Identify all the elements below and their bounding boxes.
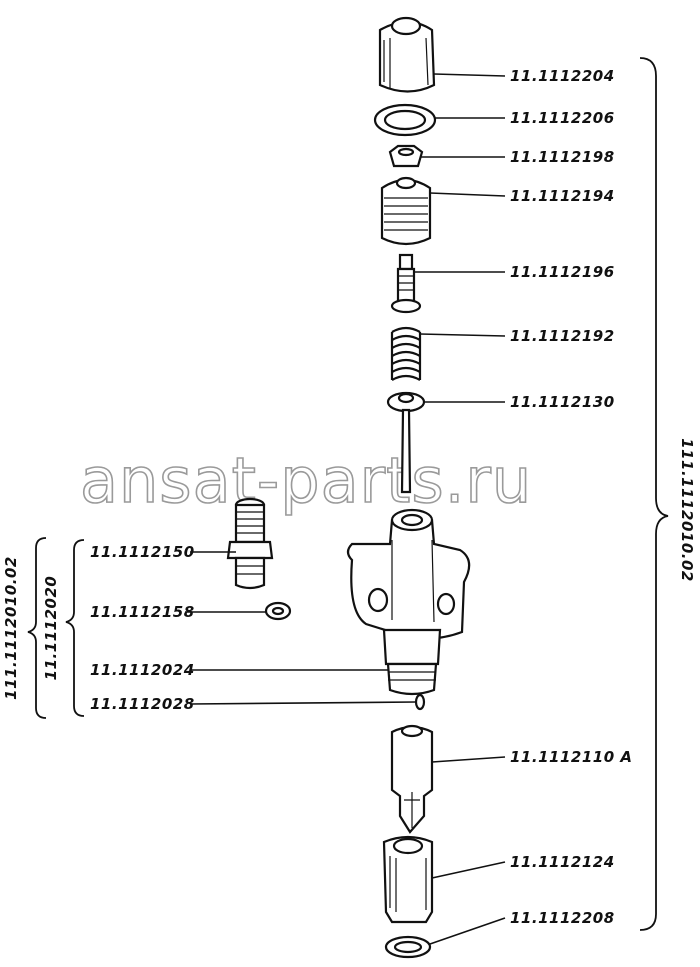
- part-small-pin: [414, 693, 426, 711]
- callout-label: 11.1112024: [90, 661, 195, 679]
- part-spring: [390, 326, 422, 381]
- callout-label: 11.1112158: [90, 603, 195, 621]
- leader-line: [431, 756, 506, 763]
- part-small-nut: [388, 144, 424, 168]
- leader-line: [419, 333, 506, 337]
- callout-label: 11.1112130: [510, 393, 615, 411]
- callout-label: 11.1112150: [90, 543, 195, 561]
- assembly-brace-right: [639, 57, 669, 931]
- part-nozzle-nut: [382, 835, 434, 924]
- watermark: ansat-parts.ru: [80, 444, 532, 517]
- part-adjusting-screw: [380, 176, 432, 246]
- part-washer-upper: [373, 103, 437, 137]
- callout-label: 11.1112208: [510, 909, 615, 927]
- assembly-brace-left-inner: [65, 539, 85, 717]
- part-inlet-fitting: [226, 497, 274, 590]
- callout-label: 11.1112110 A: [510, 748, 632, 766]
- assembly-label-left-outer: 111.1112010.02: [2, 556, 20, 700]
- part-injector-body: [346, 508, 471, 696]
- leader-line: [189, 701, 417, 705]
- leader-line: [433, 73, 506, 77]
- part-sealing-washer: [264, 601, 292, 621]
- callout-label: 11.1112194: [510, 187, 615, 205]
- leader-line: [429, 917, 506, 945]
- callout-label: 11.1112192: [510, 327, 615, 345]
- assembly-label-right: 111.1112010.02: [678, 438, 696, 582]
- part-spring-seat: [390, 253, 422, 314]
- leader-line: [431, 861, 506, 879]
- callout-label: 11.1112198: [510, 148, 615, 166]
- part-cap-nut: [378, 16, 436, 93]
- callout-label: 11.1112124: [510, 853, 615, 871]
- part-nozzle: [390, 724, 434, 834]
- callout-label: 11.1112196: [510, 263, 615, 281]
- callout-label: 11.1112028: [90, 695, 195, 713]
- leader-line: [429, 192, 506, 197]
- assembly-label-left-inner: 11.1112020: [42, 576, 60, 681]
- assembly-brace-left-outer: [27, 537, 47, 719]
- part-washer-lower: [384, 935, 432, 959]
- callout-label: 11.1112204: [510, 67, 615, 85]
- callout-label: 11.1112206: [510, 109, 615, 127]
